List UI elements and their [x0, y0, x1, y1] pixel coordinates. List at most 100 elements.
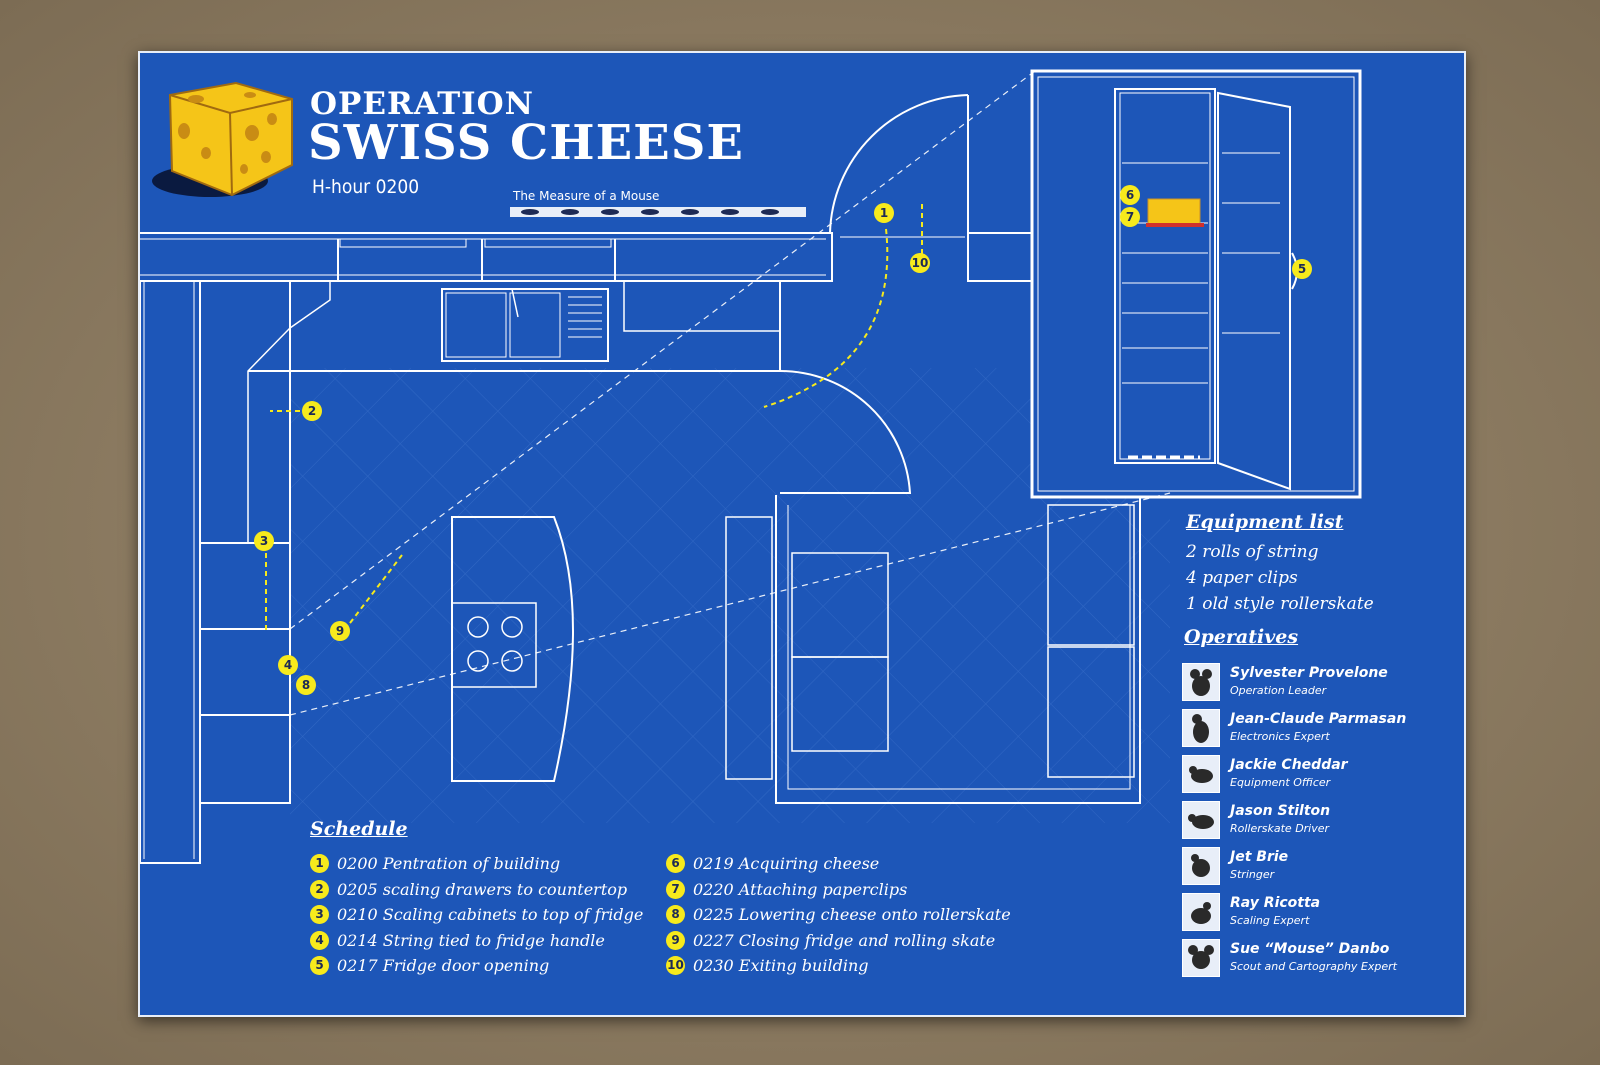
operative-entry: Jackie Cheddar Equipment Officer [1182, 753, 1462, 799]
step-text: 0217 Fridge door opening [337, 956, 550, 976]
schedule-right-column: 6 0219 Acquiring cheese 7 0220 Attaching p… [666, 851, 1011, 979]
map-marker-6: 6 [1120, 185, 1140, 205]
step-text: 0227 Closing fridge and rolling skate [693, 930, 996, 950]
operative-role: Electronics Expert [1230, 730, 1330, 743]
operative-entry: Jason Stilton Rollerskate Driver [1182, 799, 1462, 845]
cheese-in-fridge [1147, 198, 1201, 226]
map-marker-9: 9 [330, 621, 350, 641]
operative-name: Ray Ricotta [1230, 895, 1321, 911]
schedule-row: 7 0220 Attaching paperclips [666, 877, 1011, 903]
entrance-door [829, 94, 969, 237]
operative-name: Jet Brie [1230, 849, 1289, 865]
left-wall [140, 281, 201, 864]
title-line-1: OPERATION [310, 86, 534, 122]
operative-name: Jackie Cheddar [1230, 757, 1348, 773]
step-text: 0219 Acquiring cheese [693, 854, 880, 874]
sight-line-lower [289, 492, 1171, 716]
schedule-heading: Schedule [310, 818, 408, 840]
step-text: 0220 Attaching paperclips [693, 879, 908, 899]
step-text: 0200 Pentration of building [337, 854, 561, 874]
operative-name: Jean-Claude Parmasan [1230, 711, 1407, 727]
map-marker-3: 3 [254, 531, 274, 551]
step-text: 0225 Lowering cheese onto rollerskate [693, 905, 1011, 925]
schedule-row: 8 0225 Lowering cheese onto rollerskate [666, 902, 1011, 928]
step-number: 2 [310, 879, 329, 899]
fridge-inset-panel [1030, 69, 1362, 499]
title-line-2: SWISS CHEESE [308, 115, 744, 171]
map-marker-7: 7 [1120, 207, 1140, 227]
schedule-row: 3 0210 Scaling cabinets to top of fridge [310, 902, 643, 928]
map-marker-2: 2 [302, 401, 322, 421]
blueprint-sheet: OPERATION SWISS CHEESE H-hour 0200 The M… [138, 51, 1466, 1017]
operative-name: Sylvester Provelone [1230, 665, 1388, 681]
map-marker-1: 1 [874, 203, 894, 223]
operative-role: Equipment Officer [1230, 776, 1331, 789]
mouse-silhouette-icon [1182, 893, 1220, 931]
operatives-heading: Operatives [1184, 626, 1299, 648]
schedule-row: 9 0227 Closing fridge and rolling skate [666, 928, 1011, 954]
operative-entry: Jean-Claude Parmasan Electronics Expert [1182, 707, 1462, 753]
kitchen-floor-plan [140, 69, 1362, 864]
step-number: 6 [666, 854, 685, 874]
mouse-silhouette-icon [1182, 663, 1220, 701]
schedule-row: 1 0200 Pentration of building [310, 851, 643, 877]
schedule-row: 4 0214 String tied to fridge handle [310, 928, 643, 954]
route-entry [763, 228, 889, 408]
step-text: 0210 Scaling cabinets to top of fridge [337, 905, 644, 925]
operative-entry: Ray Ricotta Scaling Expert [1182, 891, 1462, 937]
equipment-heading: Equipment list [1186, 511, 1344, 533]
right-cabinets [775, 493, 1141, 804]
operative-role: Rollerskate Driver [1230, 822, 1330, 835]
top-wall [140, 232, 833, 282]
map-marker-8: 8 [296, 675, 316, 695]
fridge-body [1114, 88, 1216, 464]
step-number: 1 [310, 854, 329, 874]
cheese-logo [152, 81, 293, 197]
equipment-item: 2 rolls of string [1186, 542, 1319, 562]
step-number: 4 [310, 930, 329, 950]
schedule-left-column: 1 0200 Pentration of building 2 0205 scali… [310, 851, 643, 979]
sight-line-upper [289, 70, 1036, 630]
schedule-row: 6 0219 Acquiring cheese [666, 851, 1011, 877]
operatives-list: Sylvester Provelone Operation Leader Jea… [1182, 661, 1462, 983]
fridge-door-arc [779, 369, 912, 494]
mouse-silhouette-icon [1182, 801, 1220, 839]
operative-entry: Sylvester Provelone Operation Leader [1182, 661, 1462, 707]
mouse-measure-label: The Measure of a Mouse [513, 189, 660, 203]
map-marker-10: 10 [910, 253, 930, 273]
mouse-silhouette-icon [1182, 755, 1220, 793]
equipment-item: 4 paper clips [1186, 568, 1298, 588]
h-hour-label: H-hour 0200 [312, 176, 420, 198]
floor-tiles [290, 368, 1170, 823]
step-text: 0230 Exiting building [693, 956, 869, 976]
step-number: 9 [666, 930, 685, 950]
mouse-silhouette-icon [1182, 939, 1220, 977]
operative-name: Jason Stilton [1230, 803, 1331, 819]
operative-role: Scout and Cartography Expert [1230, 960, 1397, 973]
step-number: 8 [666, 905, 685, 925]
operative-entry: Sue “Mouse” Danbo Scout and Cartography … [1182, 937, 1462, 983]
kitchen-sink [441, 288, 609, 362]
operative-role: Stringer [1230, 868, 1275, 881]
step-text: 0214 String tied to fridge handle [337, 930, 605, 950]
kitchen-island [451, 516, 574, 782]
fridge-door [1217, 91, 1291, 491]
operative-role: Operation Leader [1230, 684, 1327, 697]
schedule-row: 10 0230 Exiting building [666, 953, 1011, 979]
equipment-list: 2 rolls of string 4 paper clips 1 old st… [1186, 539, 1374, 617]
operative-entry: Jet Brie Stringer [1182, 845, 1462, 891]
step-number: 10 [666, 956, 685, 976]
operative-role: Scaling Expert [1230, 914, 1310, 927]
step-number: 7 [666, 879, 685, 899]
schedule-row: 2 0205 scaling drawers to countertop [310, 877, 643, 903]
step-number: 5 [310, 956, 329, 976]
map-marker-5: 5 [1292, 259, 1312, 279]
operative-name: Sue “Mouse” Danbo [1230, 941, 1390, 957]
equipment-item: 1 old style rollerskate [1186, 594, 1374, 614]
mouse-silhouette-icon [1182, 847, 1220, 885]
step-text: 0205 scaling drawers to countertop [337, 879, 628, 899]
mouse-silhouette-icon [1182, 709, 1220, 747]
map-marker-4: 4 [278, 655, 298, 675]
schedule-row: 5 0217 Fridge door opening [310, 953, 643, 979]
step-number: 3 [310, 905, 329, 925]
